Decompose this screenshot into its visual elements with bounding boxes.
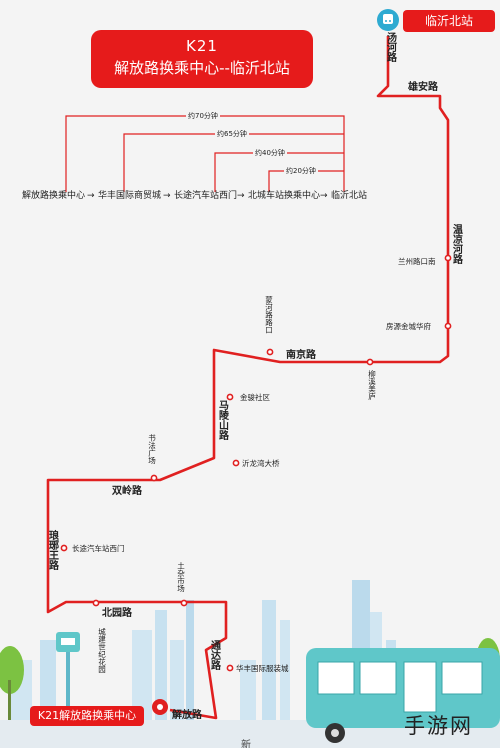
- bus-illustration: [306, 648, 500, 743]
- road-label-tongda: 通达路: [209, 640, 221, 671]
- start-pin-icon: [152, 699, 168, 715]
- express-arrow: →: [163, 191, 171, 201]
- express-station: 解放路换乘中心: [22, 189, 85, 201]
- road-label-jiefang: 解放路: [172, 708, 203, 721]
- express-line-20: [268, 170, 344, 192]
- express-station: 长途汽车站西门: [174, 189, 237, 201]
- road-labels: 雄安路 南京路 双岭路 北园路 解放路: [102, 80, 439, 721]
- station-dot-liuxi: [366, 358, 374, 366]
- route-title-banner: K21 解放路换乘中心--临沂北站: [91, 30, 313, 88]
- stop-label-tuza: 土杂市场: [176, 561, 185, 594]
- stop-label-fangyuan: 房源金城华府: [386, 321, 431, 331]
- station-dot-chengjian: [92, 599, 100, 607]
- duration-65: 约65分钟: [217, 129, 247, 138]
- station-dot-fangyuan: [444, 322, 452, 330]
- station-dot-lanzhou: [444, 254, 452, 262]
- express-station: 华丰国际商贸城: [98, 189, 161, 201]
- express-line-70: [65, 115, 345, 192]
- start-label: K21解放路换乘中心: [30, 706, 144, 726]
- stop-label-menghe: 蒙河路路口: [264, 295, 273, 334]
- route-name: 解放路换乘中心--临沂北站: [114, 59, 290, 77]
- road-label-shuangling: 双岭路: [112, 484, 143, 497]
- road-label-nanjing: 南京路: [286, 348, 317, 361]
- road-label-wenlianghe: 温凉河路: [451, 223, 463, 265]
- road-label-xiongan: 雄安路: [407, 80, 439, 93]
- station-dots: [60, 254, 452, 672]
- express-station: 临沂北站: [331, 189, 367, 201]
- stop-label-liuxi: 柳溪美庐: [367, 369, 376, 402]
- station-dot-changtu: [60, 544, 68, 552]
- stop-label-shufa: 书法广场: [147, 433, 156, 466]
- road-label-malingshan: 马陵山路: [217, 400, 229, 441]
- stop-label-lanzhou: 兰州路口南: [398, 256, 436, 266]
- express-station: 北城车站换乘中心: [248, 189, 320, 201]
- stop-label-jinjun: 金骏社区: [240, 392, 270, 402]
- stop-labels-vertical: 蒙河路路口 柳溪美庐 书法广场 土杂市场 城建世纪花园: [97, 295, 376, 675]
- stop-label-changtu: 长途汽车站西门: [72, 543, 125, 553]
- duration-40: 约40分钟: [255, 148, 285, 157]
- duration-70: 约70分钟: [188, 111, 218, 120]
- watermark-logo: 手游网: [404, 714, 473, 738]
- train-station-icon: [377, 9, 399, 31]
- road-label-tanghe: 汤河路: [385, 31, 397, 63]
- stop-label-yilongwan: 沂龙湾大桥: [242, 458, 280, 468]
- express-duration-labels: 约70分钟 约65分钟 约40分钟 约20分钟: [186, 110, 318, 175]
- express-arrow: →: [87, 191, 95, 201]
- road-labels-vertical: 汤河路 温凉河路 马陵山路 琅琊王路 通达路: [47, 31, 463, 671]
- road-label-beiyuan: 北园路: [102, 606, 133, 619]
- stop-label-huafeng: 华丰国际服装城: [236, 663, 289, 673]
- route-line: [46, 36, 450, 720]
- express-line-65: [123, 133, 344, 192]
- station-dot-shufa: [150, 474, 158, 482]
- express-arrow: →: [320, 191, 328, 201]
- stop-labels: 兰州路口南 房源金城华府 金骏社区 沂龙湾大桥 长途汽车站西门 华丰国际服装城: [72, 256, 436, 673]
- station-dot-tuza: [180, 599, 188, 607]
- footer-text: 新: [241, 740, 251, 748]
- terminal-label: 临沂北站: [403, 10, 495, 32]
- express-line-40: [214, 152, 344, 192]
- station-dot-huafeng: [226, 664, 234, 672]
- station-dot-menghe: [266, 348, 274, 356]
- bus-stop-sign: [56, 632, 80, 708]
- express-diagram: [65, 115, 345, 192]
- station-dot-yilongwan: [232, 459, 240, 467]
- express-station-labels: 解放路换乘中心 → 华丰国际商贸城 → 长途汽车站西门 → 北城车站换乘中心 →…: [22, 189, 367, 201]
- road-label-langyawang: 琅琊王路: [47, 529, 59, 571]
- express-arrow: →: [237, 191, 245, 201]
- route-code: K21: [186, 37, 218, 55]
- stop-label-chengjian: 城建世纪花园: [97, 628, 106, 675]
- station-dot-jinjun: [226, 393, 234, 401]
- duration-20: 约20分钟: [286, 166, 316, 175]
